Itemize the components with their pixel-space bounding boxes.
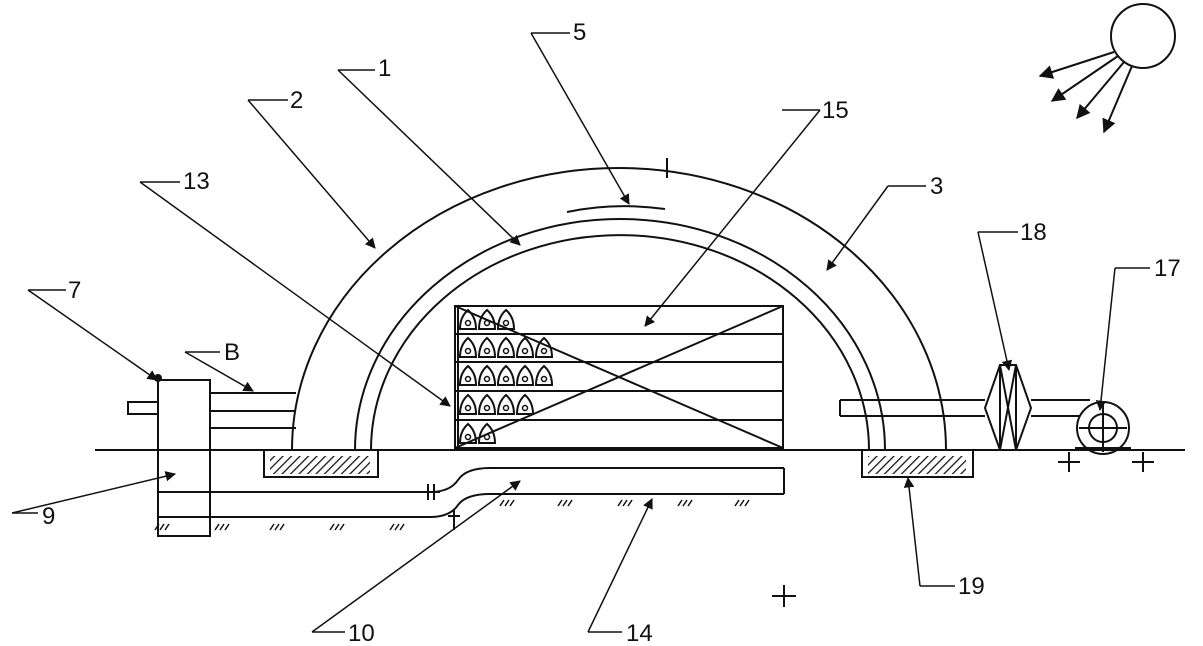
right-foundation-hatch — [868, 456, 966, 474]
plant-icon — [534, 336, 554, 358]
plant-icon — [534, 364, 554, 386]
plant-icon-core — [464, 319, 472, 327]
plant-icon — [515, 393, 535, 415]
plant-icon-core — [521, 375, 529, 383]
underground-pipe-upper — [158, 467, 784, 493]
heat-exchanger-box — [157, 379, 211, 537]
plant-icon-core — [483, 404, 491, 412]
label-10: 10 — [348, 620, 375, 646]
plant-icon — [458, 336, 478, 358]
inner-dome-outer-wall — [354, 218, 886, 451]
left-foundation-hatch — [270, 456, 370, 474]
left-stub — [127, 401, 159, 415]
plant-icon-core — [502, 404, 510, 412]
plant-icon — [496, 364, 516, 386]
label-9: 9 — [42, 503, 55, 530]
label-1: 1 — [378, 55, 391, 82]
plant-icon-core — [521, 404, 529, 412]
plant-icon — [458, 364, 478, 386]
plant-icon — [477, 364, 497, 386]
plant-icon — [458, 308, 478, 330]
plant-icon — [458, 393, 478, 415]
label-3: 3 — [930, 173, 943, 200]
outer-dome — [291, 167, 947, 451]
label-18: 18 — [1020, 219, 1047, 246]
label-2: 2 — [290, 87, 303, 114]
plant-icons — [458, 308, 554, 444]
soil-hatches — [154, 499, 750, 531]
label-13: 13 — [183, 168, 210, 195]
label-B: B — [224, 339, 240, 366]
plant-icon — [496, 308, 516, 330]
plant-icon-core — [502, 319, 510, 327]
plant-icon-core — [502, 347, 510, 355]
vent-arc — [566, 205, 666, 213]
plant-rack — [454, 305, 784, 449]
plant-icon — [496, 336, 516, 358]
sun-icon — [1038, 3, 1176, 134]
plant-icon-core — [483, 433, 491, 441]
plus-marks-right — [1058, 452, 1154, 472]
label-17: 17 — [1154, 255, 1181, 282]
plant-icon — [477, 336, 497, 358]
plant-icon-core — [464, 375, 472, 383]
label-15: 15 — [822, 97, 849, 124]
plant-icon-core — [464, 347, 472, 355]
underground-pipe-lower — [158, 493, 784, 518]
plant-icon-core — [540, 375, 548, 383]
plant-icon — [477, 393, 497, 415]
plant-icon-core — [521, 347, 529, 355]
label-7: 7 — [68, 277, 81, 304]
plus-mark-bottom — [772, 585, 796, 607]
right-foundation — [861, 449, 974, 478]
plant-icon — [477, 422, 497, 444]
plant-icon — [515, 336, 535, 358]
plant-icon-core — [502, 375, 510, 383]
plant-icon-core — [483, 319, 491, 327]
label-19: 19 — [958, 573, 985, 600]
label-5: 5 — [573, 19, 586, 46]
plant-icon-core — [464, 404, 472, 412]
label-14: 14 — [626, 620, 653, 646]
plant-icon — [515, 364, 535, 386]
filter-icon — [983, 364, 1033, 451]
fan-icon — [1075, 401, 1131, 455]
plant-icon-core — [483, 347, 491, 355]
leader-lines — [11, 32, 1150, 633]
plant-icon — [496, 393, 516, 415]
plant-icon-core — [483, 375, 491, 383]
inner-dome-inner-wall — [370, 234, 870, 451]
left-foundation — [263, 449, 379, 478]
plant-icon-core — [540, 347, 548, 355]
plant-icon-core — [464, 433, 472, 441]
plant-icon — [477, 308, 497, 330]
plant-icon — [458, 422, 478, 444]
